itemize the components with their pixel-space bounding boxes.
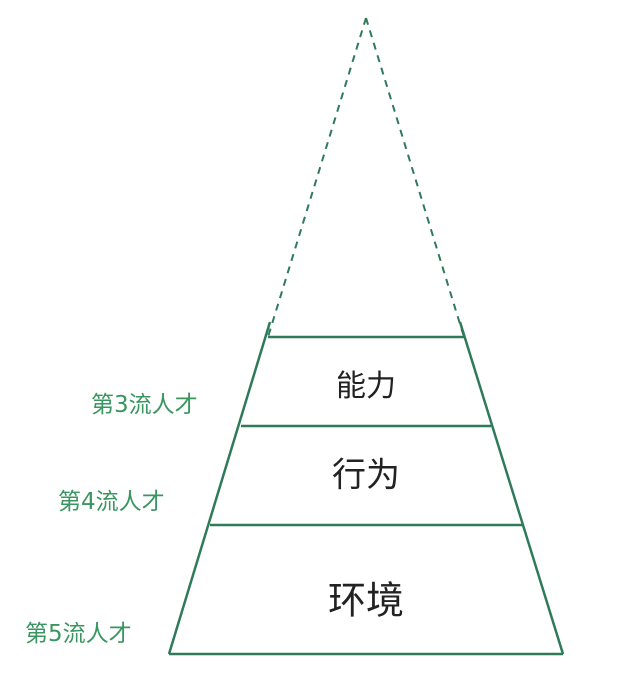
- pyramid-right-edge: [458, 321, 565, 655]
- tier-label-environment: 环境: [327, 578, 405, 623]
- pyramid-left-edge: [167, 321, 272, 655]
- apex-right-dashed-edge: [365, 17, 465, 338]
- side-label-fourth-rate: 第4流人才: [58, 489, 165, 515]
- side-label-third-rate: 第3流人才: [91, 392, 198, 418]
- tier-label-ability: 能力: [336, 369, 396, 404]
- apex-left-dashed-edge: [267, 17, 367, 338]
- side-label-fifth-rate: 第5流人才: [25, 621, 132, 647]
- tier-label-behavior: 行为: [332, 455, 400, 496]
